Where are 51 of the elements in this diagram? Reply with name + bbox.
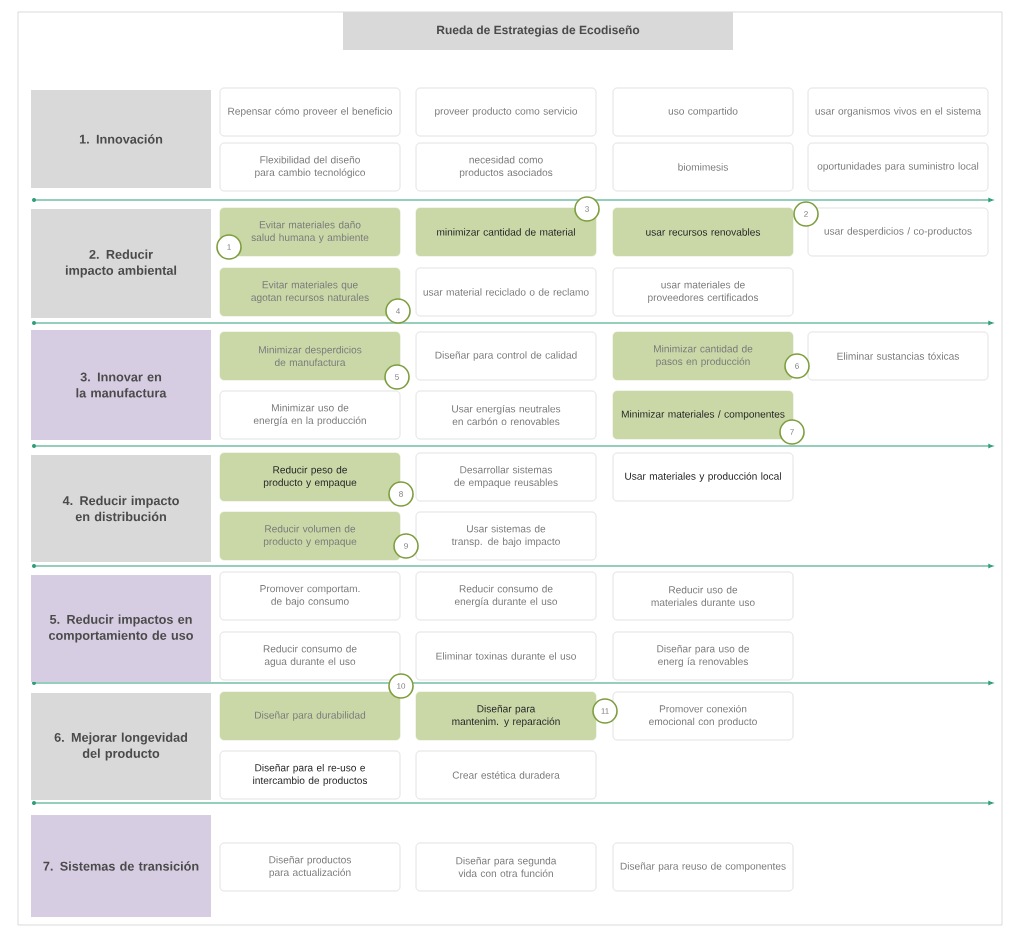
strategy-box: Usar materiales y producción local	[612, 452, 794, 502]
strategy-box: Repensar cómo proveer el beneficio	[219, 87, 401, 137]
highlighted-strategy-box: Minimizar cantidad de pasos en producción	[612, 331, 794, 381]
highlighted-strategy-box: usar recursos renovables	[612, 207, 794, 257]
highlighted-strategy-box: Diseñar para durabilidad	[219, 691, 401, 741]
strategy-box: Promover comportam. de bajo consumo	[219, 571, 401, 621]
category-box: 4. Reducir impacto en distribución	[31, 455, 211, 562]
callout-number: 10	[388, 673, 414, 699]
category-box: 6. Mejorar longevidad del producto	[31, 693, 211, 800]
strategy-box: Reducir consumo de agua durante el uso	[219, 631, 401, 681]
category-box: 3. Innovar en la manufactura	[31, 330, 211, 440]
category-box: 1. Innovación	[31, 90, 211, 188]
strategy-box: Minimizar uso de energía en la producción	[219, 390, 401, 440]
strategy-box: Diseñar para reuso de componentes	[612, 842, 794, 892]
strategy-box: Diseñar para el re-uso e intercambio de productos	[219, 750, 401, 800]
strategy-box: usar material reciclado o de reclamo	[415, 267, 597, 317]
category-box: 5. Reducir impactos en comportamiento de uso	[31, 575, 211, 682]
highlighted-strategy-box: Diseñar para mantenim. y reparación	[415, 691, 597, 741]
strategy-box: usar organismos vivos en el sistema	[807, 87, 989, 137]
strategy-box: Diseñar para segunda vida con otra función	[415, 842, 597, 892]
strategy-box: biomimesis	[612, 142, 794, 192]
strategy-box: usar desperdicios / co-productos	[807, 207, 989, 257]
callout-number: 7	[779, 419, 805, 445]
strategy-box: necesidad como productos asociados	[415, 142, 597, 192]
strategy-box: usar materiales de proveedores certificados	[612, 267, 794, 317]
callout-number: 4	[385, 298, 411, 324]
strategy-box: Flexibilidad del diseño para cambio tecnológico	[219, 142, 401, 192]
strategy-box: uso compartido	[612, 87, 794, 137]
strategy-box: proveer producto como servicio	[415, 87, 597, 137]
strategy-box: oportunidades para suministro local	[807, 142, 989, 192]
strategy-box: Usar energías neutrales en carbón o renovables	[415, 390, 597, 440]
category-box: 2. Reducir impacto ambiental	[31, 208, 211, 319]
strategy-box: Diseñar para control de calidad	[415, 331, 597, 381]
strategy-box: Desarrollar sistemas de empaque reusables	[415, 452, 597, 502]
callout-number: 2	[793, 201, 819, 227]
strategy-box: Diseñar para uso de energ ía renovables	[612, 631, 794, 681]
strategy-box: Eliminar toxinas durante el uso	[415, 631, 597, 681]
callout-number: 1	[216, 234, 242, 260]
callout-number: 8	[388, 481, 414, 507]
callout-number: 3	[574, 196, 600, 222]
strategy-box: Reducir consumo de energía durante el uso	[415, 571, 597, 621]
strategy-box: Crear estética duradera	[415, 750, 597, 800]
highlighted-strategy-box: Reducir volumen de producto y empaque	[219, 511, 401, 561]
category-box: 7. Sistemas de transición	[31, 815, 211, 917]
callout-number: 9	[393, 533, 419, 559]
title-box: Rueda de Estrategias de Ecodiseño	[343, 12, 733, 50]
callout-number: 5	[384, 364, 410, 390]
strategy-box: Reducir uso de materiales durante uso	[612, 571, 794, 621]
callout-number: 11	[592, 698, 618, 724]
callout-number: 6	[784, 353, 810, 379]
strategy-box: Diseñar productos para actualización	[219, 842, 401, 892]
